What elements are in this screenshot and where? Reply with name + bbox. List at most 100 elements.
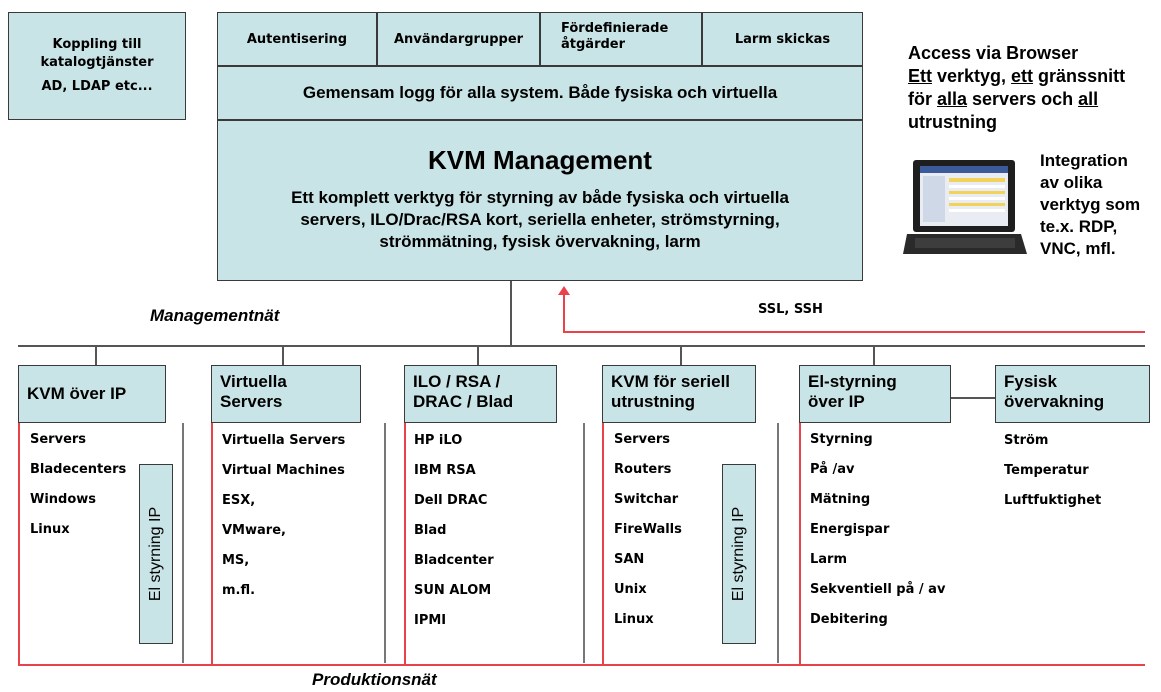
management-bus [18, 345, 1145, 347]
col-fysisk-title-1: Fysisk [1004, 372, 1057, 391]
col-el-styrning-title-2: över IP [808, 392, 865, 411]
col-ilo-header: ILO / RSA / DRAC / Blad [404, 365, 557, 423]
laptop-icon [903, 158, 1028, 258]
ssl-vertical-line [563, 294, 565, 332]
list-item: Routers [614, 462, 672, 477]
list-item: Temperatur [1004, 463, 1089, 478]
tab-anvandargrupper-label: Användargrupper [393, 31, 524, 47]
ssl-horizontal-line [563, 331, 1145, 333]
access-servers: servers och [967, 89, 1079, 109]
col-el-styrning-header: El-styrning över IP [799, 365, 951, 423]
list-item: Blad [414, 523, 447, 538]
list-item: Larm [810, 552, 848, 567]
list-item: Sekventiell på / av [810, 582, 946, 597]
access-text: Access via Browser Ett verktyg, ett grän… [908, 42, 1158, 134]
tab-autentisering: Autentisering [217, 12, 377, 66]
col-ilo-title-1: ILO / RSA / [413, 372, 501, 391]
list-item: SUN ALOM [414, 583, 492, 598]
ssl-arrow-icon [558, 286, 570, 295]
list-item: Unix [614, 582, 647, 597]
col-kvm-seriell-list: Servers Routers Switchar FireWalls SAN U… [614, 432, 682, 642]
production-net-label: Produktionsnät [312, 670, 437, 689]
drop-4 [680, 345, 682, 365]
col-ilo-list: HP iLO IBM RSA Dell DRAC Blad Bladcenter… [414, 433, 494, 643]
col-virtuella-title-2: Servers [220, 392, 283, 411]
list-item: m.fl. [222, 583, 256, 598]
access-line-1: Access via Browser [908, 43, 1079, 63]
common-log-text: Gemensam logg för alla system. Både fysi… [302, 83, 778, 102]
integration-line-5: VNC, mfl. [1040, 239, 1116, 258]
integration-line-2: av olika [1040, 173, 1103, 192]
directory-line-1: Koppling till [52, 37, 142, 52]
list-item: Mätning [810, 492, 871, 507]
kvm-down-connector [510, 281, 512, 346]
list-item: Servers [614, 432, 671, 447]
access-for: för [908, 89, 937, 109]
kvm-desc-line-3: strömmätning, fysisk övervakning, larm [379, 232, 701, 251]
kvm-management-box: KVM Management Ett komplett verktyg för … [217, 120, 863, 281]
list-item: ESX, [222, 493, 256, 508]
col3-divider [583, 423, 585, 663]
prod-drop-3 [404, 423, 406, 665]
list-item: IPMI [414, 613, 447, 628]
access-verktyg: verktyg, [932, 66, 1012, 86]
list-item: SAN [614, 552, 645, 567]
col-kvm-seriell-title-2: utrustning [611, 392, 696, 411]
list-item: Virtual Machines [222, 463, 345, 478]
access-ett-1: Ett [908, 66, 932, 86]
col-virtuella-title-1: Virtuella [220, 372, 287, 391]
access-line-3: för alla servers och all [908, 88, 1158, 111]
tab-fordefinierade: Fördefinierade åtgärder [540, 12, 702, 66]
drop-5 [873, 345, 875, 365]
directory-services-box: Koppling till katalogtjänster AD, LDAP e… [8, 12, 186, 120]
integration-line-4: te.x. RDP, [1040, 217, 1118, 236]
drop-3 [477, 345, 479, 365]
el-styrning-ip-label-2: El styrning IP [730, 506, 747, 602]
col-kvm-seriell-header: KVM för seriell utrustning [602, 365, 756, 423]
access-ett-2: ett [1011, 66, 1034, 86]
col-ilo-title-2: DRAC / Blad [413, 392, 514, 411]
list-item: På /av [810, 462, 855, 477]
tab-autentisering-label: Autentisering [246, 31, 348, 47]
directory-line-2: katalogtjänster [40, 55, 154, 70]
production-bus [18, 664, 1145, 666]
drop-2 [282, 345, 284, 365]
list-item: Luftfuktighet [1004, 493, 1102, 508]
kvm-desc-line-1: Ett komplett verktyg för styrning av båd… [291, 188, 789, 207]
prod-drop-4 [602, 423, 604, 665]
list-item: IBM RSA [414, 463, 476, 478]
col1-divider [182, 423, 184, 663]
col-kvm-over-ip-list: Servers Bladecenters Windows Linux [30, 432, 126, 552]
list-item: Energispar [810, 522, 890, 537]
management-net-label: Managementnät [150, 306, 280, 325]
col-el-styrning-list: Styrning På /av Mätning Energispar Larm … [810, 432, 945, 642]
col-kvm-seriell-title-1: KVM för seriell [611, 372, 731, 391]
list-item: MS, [222, 553, 250, 568]
col-el-styrning-title-1: El-styrning [808, 372, 897, 391]
access-line-2: Ett verktyg, ett gränssnitt [908, 65, 1158, 88]
integration-line-3: verktyg som [1040, 195, 1141, 214]
list-item: Virtuella Servers [222, 433, 346, 448]
prod-drop-1 [18, 423, 20, 665]
col-fysisk-list: Ström Temperatur Luftfuktighet [1004, 433, 1101, 523]
list-item: Styrning [810, 432, 873, 447]
directory-line-3: AD, LDAP etc... [41, 79, 153, 94]
access-line-4: utrustning [908, 112, 997, 132]
list-item: Windows [30, 492, 97, 507]
col-virtuella-servers-list: Virtuella Servers Virtual Machines ESX, … [222, 433, 345, 613]
integration-text: Integration av olika verktyg som te.x. R… [1040, 150, 1160, 260]
tab-anvandargrupper: Användargrupper [377, 12, 540, 66]
el-styrning-ip-box-1: El styrning IP [139, 464, 173, 644]
list-item: Dell DRAC [414, 493, 488, 508]
col-fysisk-title-2: övervakning [1004, 392, 1105, 411]
col2-divider [384, 423, 386, 663]
list-item: Bladcenter [414, 553, 494, 568]
tab-larm-skickas: Larm skickas [702, 12, 863, 66]
list-item: Ström [1004, 433, 1049, 448]
list-item: FireWalls [614, 522, 682, 537]
col-kvm-over-ip-header: KVM över IP [18, 365, 166, 423]
tab-fordefinierade-label: Fördefinierade åtgärder [561, 21, 669, 52]
list-item: VMware, [222, 523, 286, 538]
list-item: Servers [30, 432, 87, 447]
list-item: Linux [30, 522, 70, 537]
